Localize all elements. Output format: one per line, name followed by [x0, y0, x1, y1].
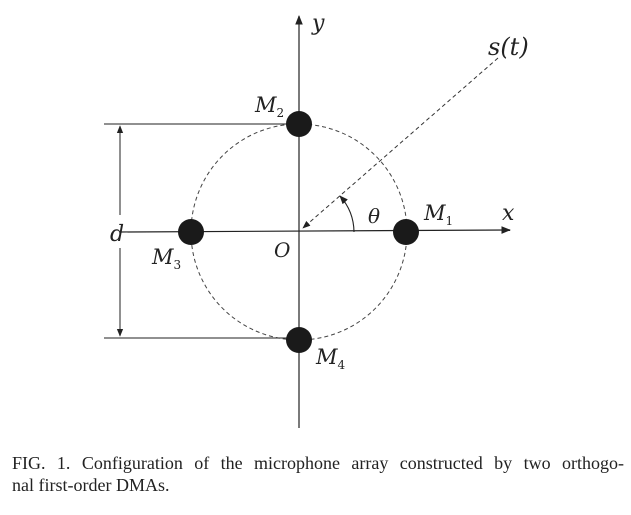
- mic-label-m3: M3: [151, 245, 181, 272]
- mic-label-m4: M4: [315, 345, 346, 372]
- axis-x-label: x: [502, 201, 515, 226]
- signal-label: s(t): [488, 33, 529, 61]
- signal-direction-line: [302, 57, 499, 229]
- microphone-m2: [286, 111, 312, 137]
- caption-line-2: nal first-order DMAs.: [12, 475, 170, 495]
- figure-caption: FIG. 1. Configuration of the microphone …: [12, 452, 624, 496]
- microphone-m4: [286, 327, 312, 353]
- mic-label-m2: M2: [254, 93, 284, 120]
- microphone-m3: [178, 219, 204, 245]
- diameter-label: d: [110, 222, 124, 247]
- mic-label-m1: M1: [423, 201, 453, 228]
- angle-label: θ: [368, 204, 380, 228]
- microphone-array-diagram: y x O s(t) θ d M1 M2 M3 M4: [104, 11, 529, 428]
- angle-arc: [339, 195, 355, 233]
- axis-y-label: y: [311, 11, 325, 36]
- origin-label: O: [274, 238, 290, 262]
- microphone-m1: [393, 219, 419, 245]
- caption-line-1: FIG. 1. Configuration of the microphone …: [12, 453, 624, 473]
